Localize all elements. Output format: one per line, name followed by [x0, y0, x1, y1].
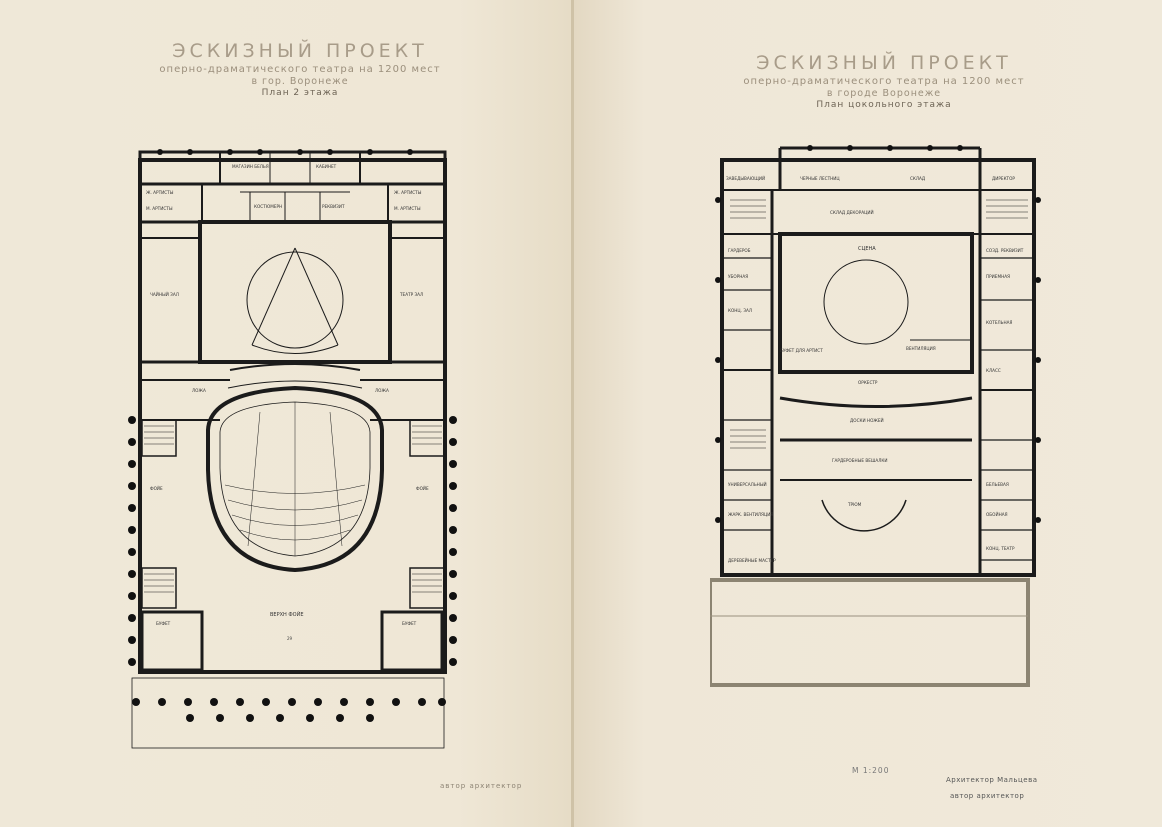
label-room-m: ОБОЙНАЯ — [986, 512, 1008, 517]
signature-line-2: автор архитектор — [950, 792, 1025, 800]
right-city: в городе Воронеже — [826, 88, 942, 99]
label-room-29: 29 — [287, 636, 293, 641]
label-right-hall: ТЕАТР ЗАЛ — [399, 292, 423, 297]
book-gutter — [571, 0, 575, 827]
label-room-j: БУФЕТ ДЛЯ АРТИСТ — [780, 348, 823, 353]
left-floor-plan: ЧАЙНЫЙ ЗАЛ ТЕАТР ЗАЛ ФОЙЕ ФОЙЕ ВЕРХН ФОЙ… — [128, 149, 457, 749]
label-service-3: РЕКВИЗИТ — [322, 204, 345, 209]
label-wardrobe-right: СОЗД. РЕКВИЗИТ — [986, 248, 1024, 253]
label-wardrobe-left: ГАРДЕРОБ — [728, 248, 751, 253]
label-buffet-left: БУФЕТ — [156, 621, 171, 626]
label-room-l: ДЕРЕВЕЙНЫЕ МАСТЕР — [728, 558, 776, 563]
right-floor-plan: СЦЕНА ОРКЕСТР ДОСКИ НОЖЕЙ ГАРДЕРОБНЫЕ ВЕ… — [710, 145, 1041, 687]
right-title-block: ЭСКИЗНЫЙ ПРОЕКТ оперно-драматического те… — [734, 52, 1034, 110]
right-title: ЭСКИЗНЫЙ ПРОЕКТ — [756, 52, 1012, 74]
label-room-g: КЛАСС — [986, 368, 1001, 373]
label-parterre-foyer: ДОСКИ НОЖЕЙ — [850, 418, 884, 423]
label-upper-foyer: ВЕРХН ФОЙЕ — [270, 611, 304, 618]
label-ventilation: ВЕНТИЛЯЦИЯ — [906, 346, 936, 351]
label-service-4: КАБИНЕТ — [316, 164, 337, 169]
label-store-1: СКЛАД ДЕКОРАЦИЙ — [830, 210, 874, 215]
label-service-2: КОСТЮМЕРН — [254, 204, 282, 209]
label-foyer-right: ФОЙЕ — [416, 486, 429, 491]
label-stage: СЦЕНА — [858, 246, 876, 252]
label-room-c: УБОРНАЯ — [728, 274, 748, 279]
label-artists-2: М. АРТИСТЫ — [146, 206, 173, 211]
label-room-h: УНИВЕРСАЛЬНЫЙ — [728, 482, 767, 487]
left-footnote: автор архитектор — [440, 782, 523, 790]
left-title: ЭСКИЗНЫЙ ПРОЕКТ — [172, 40, 428, 62]
left-floor-label: План 2 этажа — [261, 88, 339, 98]
label-room-n: КОНЦ. ТЕАТР — [986, 546, 1015, 551]
label-room-b: ДИРЕКТОР — [992, 176, 1015, 181]
left-city: в гор. Воронеже — [251, 76, 349, 87]
left-title-block: ЭСКИЗНЫЙ ПРОЕКТ оперно-драматического те… — [150, 40, 450, 98]
label-store-3: ЧЕРНЫЕ ЛЕСТНИЦ — [800, 176, 840, 181]
label-room-i: ЖАРК. ВЕНТИЛЯЦИЯ — [728, 512, 773, 517]
label-room-d: КОНЦ. ЗАЛ — [728, 308, 752, 313]
label-artists-4: М. АРТИСТЫ — [394, 206, 421, 211]
label-artists-3: Ж. АРТИСТЫ — [394, 190, 422, 195]
scale-label: М 1:200 — [852, 766, 890, 775]
label-room-a: ЗАВЕДЫВАЮЩИЙ — [726, 176, 765, 181]
right-floor-label: План цокольного этажа — [816, 100, 952, 110]
label-box-left: ЛОЖА — [192, 388, 206, 393]
label-cloak: ГАРДЕРОБНЫЕ ВЕШАЛКИ — [832, 458, 888, 463]
label-artists-1: Ж. АРТИСТЫ — [146, 190, 174, 195]
label-service-1: МАГАЗИН БЕЛЬЯ — [232, 164, 269, 169]
label-buffet-right: БУФЕТ — [402, 621, 417, 626]
label-foyer-left: ФОЙЕ — [150, 486, 163, 491]
signature-line-1: Архитектор Мальцева — [946, 776, 1038, 784]
label-under-stage: ТРЮМ — [847, 502, 862, 507]
right-subtitle: оперно-драматического театра на 1200 мес… — [743, 76, 1025, 87]
label-left-hall: ЧАЙНЫЙ ЗАЛ — [150, 292, 179, 297]
label-room-e: ПРИЕМНАЯ — [986, 274, 1010, 279]
label-room-k: БЕЛЬЕВАЯ — [986, 482, 1009, 487]
label-store-2: СКЛАД — [910, 176, 926, 181]
left-page: ЭСКИЗНЫЙ ПРОЕКТ оперно-драматического те… — [0, 0, 572, 827]
label-box-right: ЛОЖА — [375, 388, 389, 393]
label-orchestra: ОРКЕСТР — [858, 380, 878, 385]
right-page: ЭСКИЗНЫЙ ПРОЕКТ оперно-драматического те… — [574, 0, 1162, 827]
label-room-f: КОТЕЛЬНАЯ — [986, 320, 1013, 325]
left-subtitle: оперно-драматического театра на 1200 мес… — [159, 64, 441, 75]
